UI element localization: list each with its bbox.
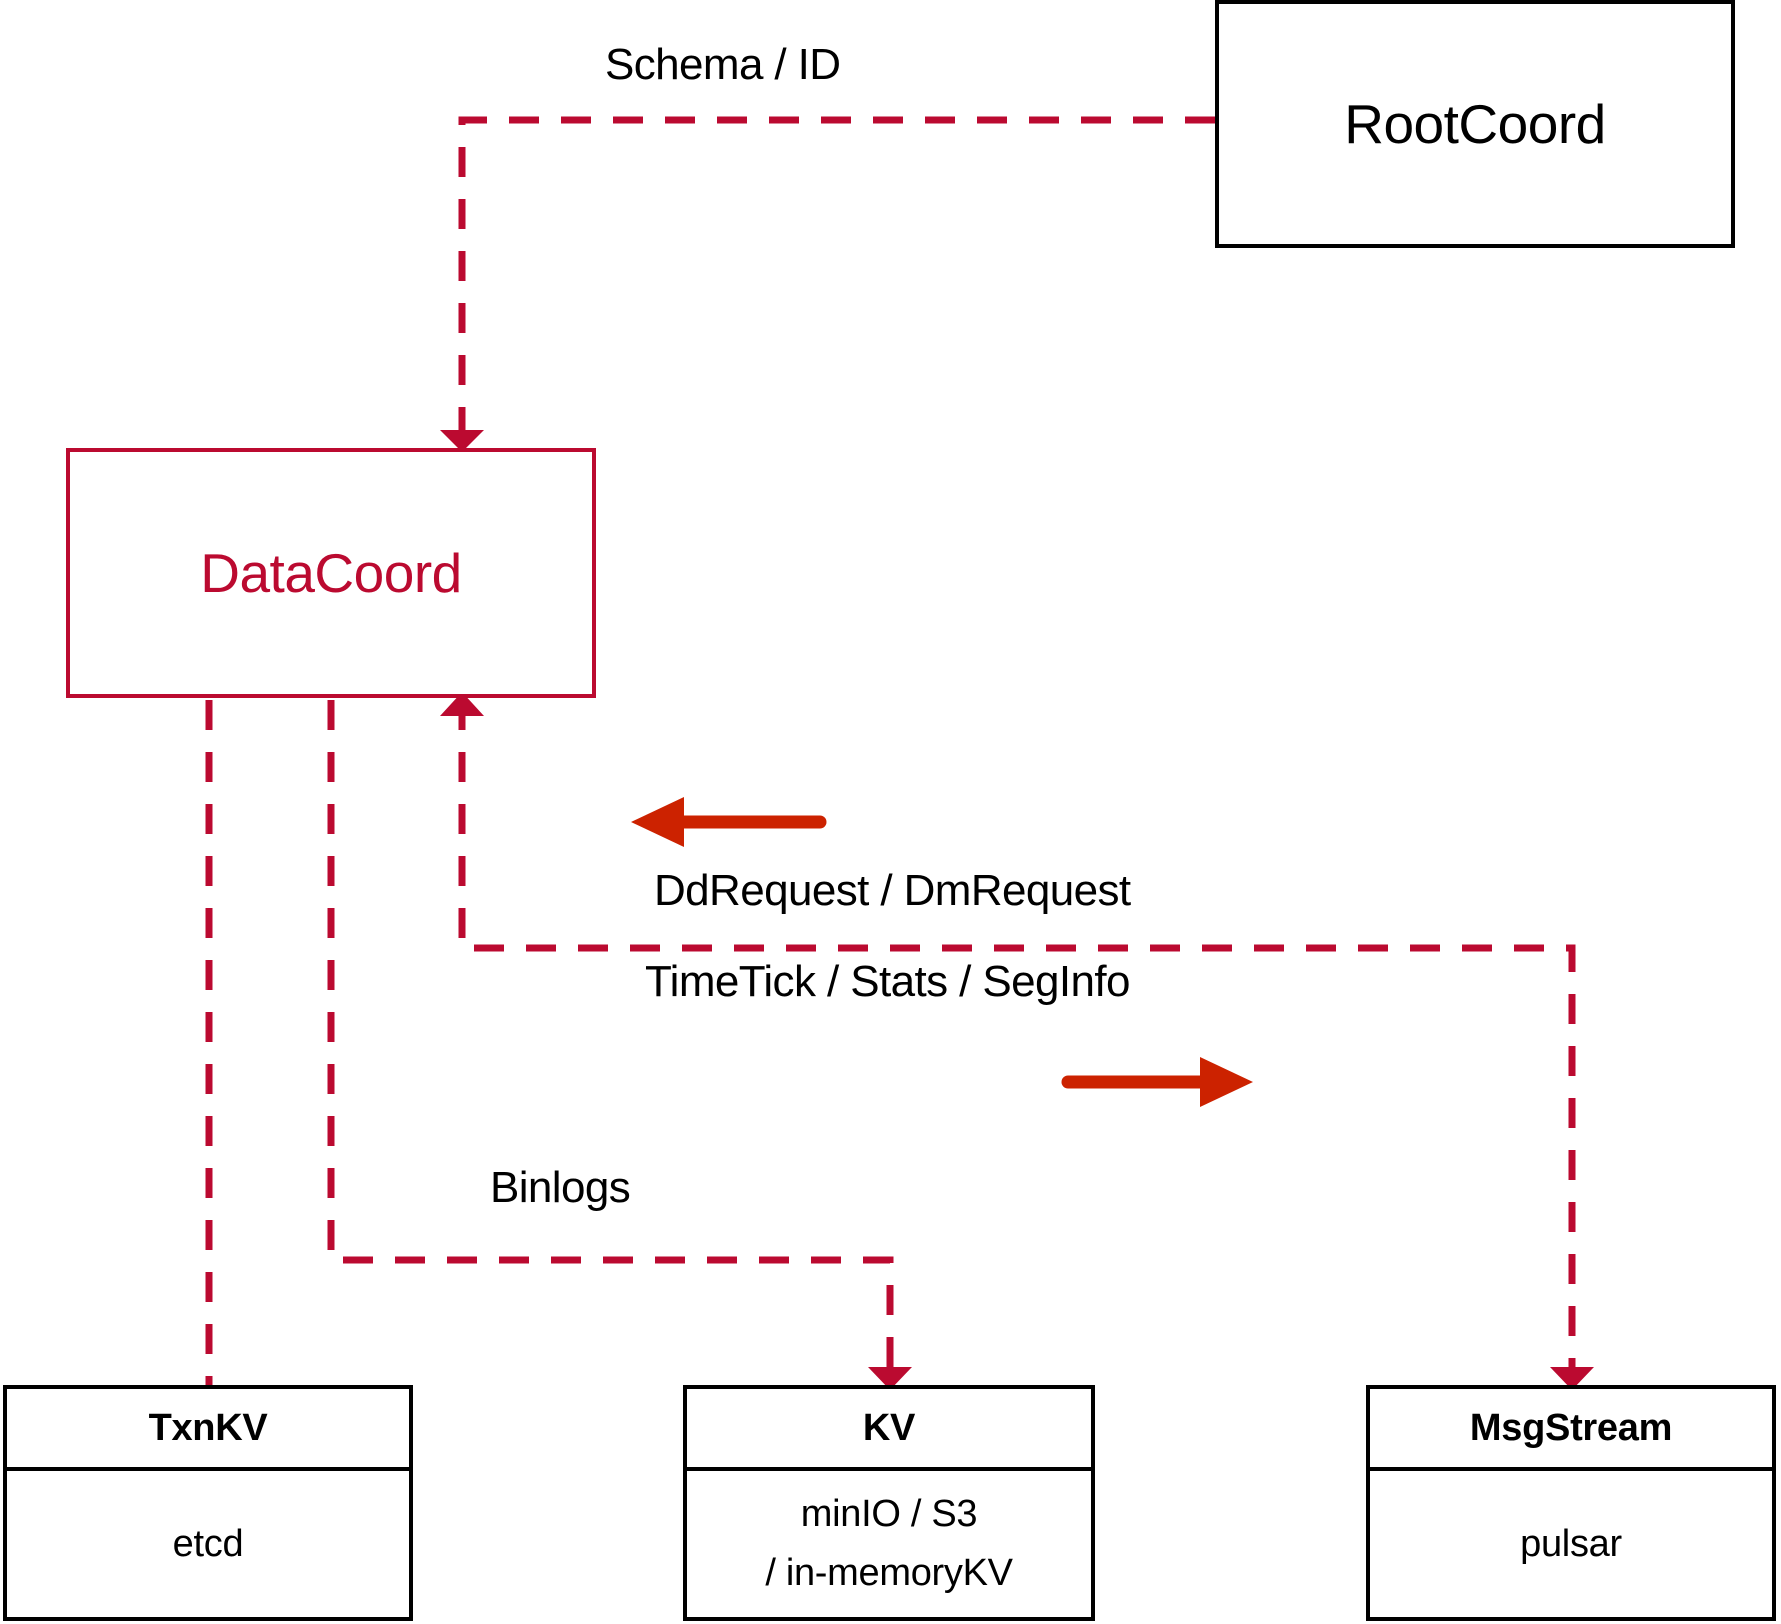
node-datacoord-label: DataCoord [200, 542, 462, 604]
node-txnkv[interactable]: TxnKV etcd [3, 1385, 413, 1621]
node-rootcoord[interactable]: RootCoord [1215, 0, 1735, 248]
node-rootcoord-label: RootCoord [1344, 93, 1606, 155]
edge-schema-id [440, 116, 1215, 452]
direction-arrow-left [631, 797, 827, 847]
node-kv[interactable]: KV minIO / S3 / in-memoryKV [683, 1385, 1095, 1621]
node-msgstream-body: pulsar [1370, 1471, 1772, 1617]
node-datacoord[interactable]: DataCoord [66, 448, 596, 698]
edge-ddrequest-dmrequest [440, 692, 1594, 1390]
direction-arrow-right [1061, 1057, 1253, 1107]
node-kv-body: minIO / S3 / in-memoryKV [687, 1471, 1091, 1617]
node-msgstream-title: MsgStream [1370, 1389, 1772, 1471]
node-txnkv-body: etcd [7, 1471, 409, 1617]
edge-label-schema-id: Schema / ID [605, 40, 841, 89]
node-kv-body-line-1: minIO / S3 [800, 1493, 978, 1536]
node-txnkv-title: TxnKV [7, 1389, 409, 1471]
node-msgstream[interactable]: MsgStream pulsar [1366, 1385, 1776, 1621]
node-txnkv-body-line-1: etcd [172, 1522, 244, 1565]
edge-label-binlogs: Binlogs [490, 1163, 631, 1212]
edge-label-ddrequest-dmrequest: DdRequest / DmRequest [654, 866, 1131, 915]
node-kv-title: KV [687, 1389, 1091, 1471]
edge-label-timetick-stats-seginfo: TimeTick / Stats / SegInfo [645, 957, 1130, 1006]
edge-binlogs [327, 700, 912, 1390]
node-msgstream-body-line-1: pulsar [1520, 1522, 1622, 1565]
node-kv-body-line-2: / in-memoryKV [765, 1552, 1013, 1594]
